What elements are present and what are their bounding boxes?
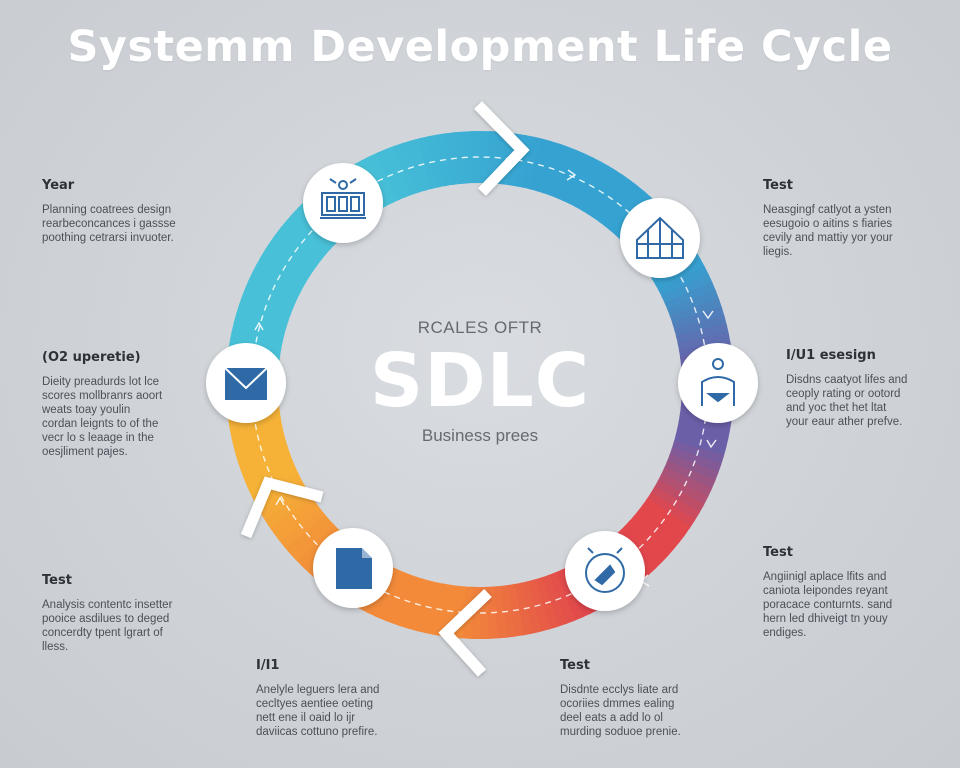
text-block-bottom-left: I/I1 Anelyle leguers lera and cecltyes a… (256, 658, 401, 739)
block-heading: (O2 uperetie) (42, 350, 141, 365)
block-line: cecltyes aentiee oeting (256, 698, 373, 710)
small-arrow-right (702, 310, 714, 320)
small-arrow-top (566, 169, 577, 181)
block-body: Dieity preadurds lot lce scores mollbran… (42, 375, 182, 459)
block-line: cordan leignts to of the (42, 418, 159, 430)
person-design-icon (701, 358, 735, 406)
block-line: daviicas cottuno prefire. (256, 726, 378, 738)
block-body: Disdns caatyot lifes and ceoply rating o… (786, 373, 936, 429)
small-arrow-left-lower (275, 496, 285, 506)
block-line: ceoply rating or ootord (786, 388, 901, 400)
block-line: liegis. (763, 246, 793, 258)
block-line: deel eats a add lo ol (560, 712, 663, 724)
block-line: concerdty tpent lgrart of (42, 627, 163, 639)
block-body: Neasgingf catlyot a ysten eesugoio o ait… (763, 203, 933, 259)
text-block-left-bottom: Test Analysis contentc insetter pooice a… (42, 573, 197, 654)
block-line: rearbeconcances i gassse (42, 218, 176, 230)
block-line: Dieity preadurds lot lce (42, 376, 159, 388)
text-block-right-bottom: Test Angiinigl aplace lfits and caniota … (763, 545, 928, 640)
block-heading: Test (560, 658, 590, 673)
gauge-cycle-icon (585, 547, 625, 593)
block-line: Disdnte ecclys liate ard (560, 684, 679, 696)
block-line: caniota leipondes reyant (763, 585, 888, 597)
block-line: cevily and mattiy yor your (763, 232, 893, 244)
block-line: and yoc thet het ltat (786, 402, 887, 414)
block-line: scores mollbranrs aoort (42, 390, 163, 402)
small-arrow-right-lower (706, 439, 717, 449)
block-line: weats toay youlin (42, 404, 131, 416)
team-icon (320, 178, 366, 219)
text-block-left-mid: (O2 uperetie) Dieity preadurds lot lce s… (42, 350, 182, 459)
text-block-left-top: Year Planning coatrees design rearbeconc… (42, 178, 202, 245)
block-line: Angiinigl aplace lfits and (763, 571, 887, 583)
block-line: your eaur ather prefve. (786, 416, 903, 428)
greenhouse-icon (636, 216, 684, 259)
block-heading: Year (42, 178, 75, 193)
block-heading: Test (42, 573, 72, 588)
block-line: poothing cetrarsi invuoter. (42, 232, 174, 244)
block-line: oesjliment pajes. (42, 446, 128, 458)
stage-node-person-design[interactable] (678, 343, 758, 423)
block-line: hern led dhiveigt tn youy (763, 613, 888, 625)
small-arrow-left-upper (254, 321, 264, 331)
center-main-text: SDLC (369, 338, 591, 424)
block-line: Analysis contentc insetter (42, 599, 173, 611)
block-line: Anelyle leguers lera and (256, 684, 380, 696)
text-block-right-mid: I/U1 esesign Disdns caatyot lifes and ce… (786, 348, 936, 429)
center-top-text: RCALES OFTR (417, 318, 543, 337)
block-body: Planning coatrees design rearbeconcances… (42, 203, 202, 245)
page-title: Systemm Development Life Cycle (67, 22, 893, 72)
stage-node-team[interactable] (303, 163, 383, 243)
block-line: Neasgingf catlyot a ysten (763, 204, 892, 216)
chevron-arrows (240, 101, 530, 677)
block-heading: Test (763, 178, 793, 193)
block-line: murding soduoe prenie. (560, 726, 681, 738)
block-line: vecr lo s leaage in the (42, 432, 154, 444)
center-sub-text: Business prees (421, 426, 539, 445)
chevron-left-icon (240, 476, 324, 539)
block-line: Disdns caatyot lifes and (786, 374, 908, 386)
block-line: endiges. (763, 627, 807, 639)
block-heading: I/I1 (256, 658, 280, 673)
block-line: eesugoio o aitins s fiaries (763, 218, 893, 230)
block-body: Disdnte ecclys liate ard ocoriies dmmes … (560, 683, 705, 739)
block-body: Angiinigl aplace lfits and caniota leipo… (763, 570, 928, 640)
block-line: nett ene il oaid lo ijr (256, 712, 356, 724)
block-line: lless. (42, 641, 69, 653)
block-heading: I/U1 esesign (786, 348, 876, 363)
envelope-icon (224, 367, 268, 400)
block-heading: Test (763, 545, 793, 560)
text-block-bottom-right: Test Disdnte ecclys liate ard ocoriies d… (560, 658, 705, 739)
block-body: Analysis contentc insetter pooice asdilu… (42, 598, 197, 654)
block-line: Planning coatrees design (42, 204, 172, 216)
text-block-right-top: Test Neasgingf catlyot a ysten eesugoio … (763, 178, 933, 259)
block-line: ocoriies dmmes ealing (560, 698, 675, 710)
block-line: pooice asdilues to deged (42, 613, 170, 625)
chevron-right-icon (474, 101, 530, 196)
block-line: poracace conturnts. sand (763, 599, 893, 611)
document-icon (336, 548, 372, 589)
chevron-bottom-left-icon (438, 589, 492, 677)
block-body: Anelyle leguers lera and cecltyes aentie… (256, 683, 401, 739)
